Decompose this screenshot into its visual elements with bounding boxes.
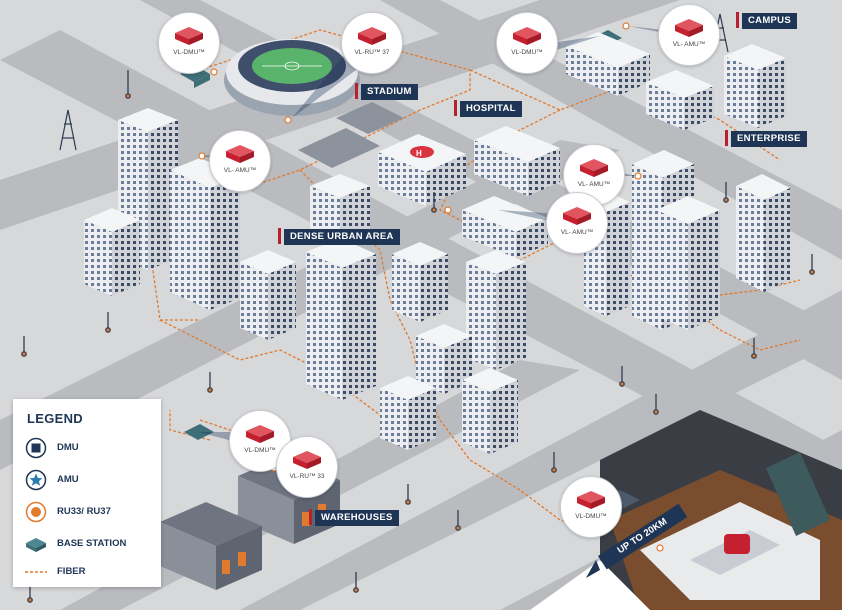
device-label: VL- AMU™ — [223, 167, 257, 174]
amu-device-icon — [563, 207, 591, 225]
legend-item-dmu: DMU — [25, 437, 155, 459]
legend-label: AMU — [57, 474, 79, 485]
device-label: VL- AMU™ — [560, 229, 594, 236]
legend-label: FIBER — [57, 566, 86, 577]
label-dense-urban-area: DENSE URBAN AREA — [278, 228, 400, 245]
label-warehouses: WAREHOUSES — [309, 509, 399, 526]
label-hospital: HOSPITAL — [454, 100, 522, 117]
device-label: VL-DMU™ — [575, 513, 607, 520]
ru-device-icon — [358, 27, 386, 45]
legend-item-base-station: BASE STATION — [25, 533, 155, 555]
device-label: VL- AMU™ — [672, 41, 706, 48]
amu-device-icon — [675, 19, 703, 37]
device-label: VL- AMU™ — [577, 181, 611, 188]
device-callout-hospital-amu: VL- AMU™ — [563, 144, 625, 206]
label-stadium: STADIUM — [355, 83, 418, 100]
device-label: VL-RU™ 33 — [289, 473, 325, 480]
device-callout-stadium-dmu: VL-DMU™ — [158, 12, 220, 74]
svg-text:H: H — [416, 149, 422, 158]
device-callout-subway-dmu: VL-DMU™ — [560, 476, 622, 538]
dmu-device-icon — [246, 425, 274, 443]
amu-device-icon — [580, 159, 608, 177]
device-callout-stadium-ru: VL-RU™ 37 — [341, 12, 403, 74]
parking — [298, 102, 404, 168]
dmu-device-icon — [577, 491, 605, 509]
legend-label: RU33/ RU37 — [57, 506, 111, 517]
distance-arrow-icon — [586, 560, 600, 578]
device-callout-warehouse-ru: VL-RU™ 33 — [276, 436, 338, 498]
device-label: VL-DMU™ — [244, 447, 276, 454]
legend-item-ru: RU33/ RU37 — [25, 501, 155, 523]
base-station-icon — [26, 538, 46, 552]
device-callout-warehouse-dmu: VL-DMU™ — [229, 410, 291, 472]
device-callout-campus-dmu: VL-DMU™ — [496, 12, 558, 74]
device-callout-urban-amu: VL- AMU™ — [209, 130, 271, 192]
label-enterprise: ENTERPRISE — [725, 130, 807, 147]
amu-device-icon — [226, 145, 254, 163]
dmu-device-icon — [175, 27, 203, 45]
buildings: H — [84, 32, 790, 590]
device-callout-enterprise-amu: VL- AMU™ — [546, 192, 608, 254]
legend: LEGEND DMU AMU RU33/ RU37 BASE STATION F… — [13, 399, 161, 587]
label-campus: CAMPUS — [736, 12, 797, 29]
subway-station — [530, 410, 842, 610]
legend-item-amu: AMU — [25, 469, 155, 491]
dmu-device-icon — [513, 27, 541, 45]
device-callout-campus-amu: VL- AMU™ — [658, 4, 720, 66]
legend-label: DMU — [57, 442, 79, 453]
device-label: VL-RU™ 37 — [354, 49, 390, 56]
street-lamps — [21, 70, 815, 603]
legend-label: BASE STATION — [57, 538, 127, 549]
dmu-square-icon — [25, 437, 47, 459]
device-label: VL-DMU™ — [173, 49, 205, 56]
device-label: VL-DMU™ — [511, 49, 543, 56]
ru-dot-icon — [25, 501, 47, 523]
legend-item-fiber: FIBER — [25, 561, 155, 583]
ru-device-icon — [293, 451, 321, 469]
stadium — [224, 39, 360, 116]
fiber-line-icon — [25, 571, 47, 573]
amu-star-icon — [25, 469, 47, 491]
legend-title: LEGEND — [27, 411, 83, 426]
